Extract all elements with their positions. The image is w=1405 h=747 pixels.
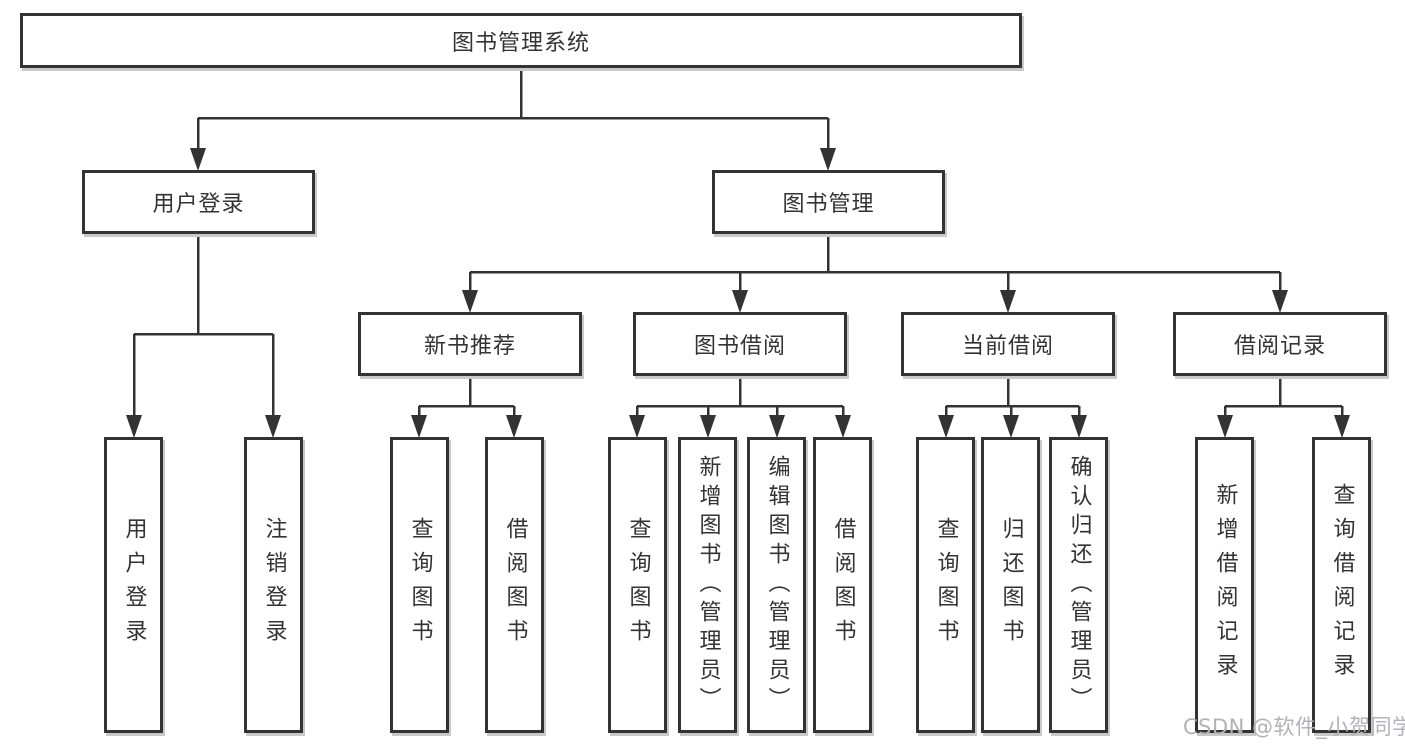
leaf-confirm-return-admin-label: 确认归还（管理员）	[1066, 454, 1092, 716]
node-new-book-recommend-label: 新书推荐	[423, 334, 516, 359]
leaf-edit-books-admin-label: 编辑图书（管理员）	[764, 454, 790, 716]
connector-user-login-children	[132, 234, 275, 417]
node-book-management-label: 图书管理	[782, 192, 875, 217]
leaf-edit-books-admin: 编辑图书（管理员）	[747, 437, 806, 733]
leaf-query-books-recommend: 查询图书	[390, 437, 449, 733]
leaf-return-books-label: 归还图书	[998, 517, 1024, 653]
node-borrow-records-label: 借阅记录	[1233, 334, 1326, 359]
leaf-add-borrow-record: 新增借阅记录	[1195, 437, 1254, 733]
connector-current-borrow-children	[944, 376, 1081, 417]
leaf-borrow-books: 借阅图书	[813, 437, 872, 733]
node-user-login-label: 用户登录	[152, 192, 245, 217]
leaf-add-books-admin-label: 新增图书（管理员）	[695, 454, 721, 716]
node-root: 图书管理系统	[20, 13, 1022, 68]
node-current-borrow-label: 当前借阅	[961, 334, 1054, 359]
leaf-borrow-books-recommend-label: 借阅图书	[502, 517, 528, 653]
connector-book-management-sections	[468, 233, 1282, 292]
leaf-query-books-current-label: 查询图书	[933, 517, 959, 653]
leaf-query-books-recommend-label: 查询图书	[407, 517, 433, 653]
leaf-query-borrow-record: 查询借阅记录	[1312, 437, 1371, 733]
node-borrow-records: 借阅记录	[1173, 312, 1387, 376]
connector-new-book-children	[417, 376, 516, 417]
node-root-label: 图书管理系统	[451, 30, 590, 56]
node-user-login: 用户登录	[82, 170, 315, 234]
leaf-borrow-books-label: 借阅图书	[830, 517, 856, 653]
leaf-add-borrow-record-label: 新增借阅记录	[1212, 483, 1238, 687]
leaf-add-books-admin: 新增图书（管理员）	[678, 437, 737, 733]
leaf-logout: 注销登录	[244, 437, 303, 733]
node-book-borrow-label: 图书借阅	[693, 334, 786, 359]
node-new-book-recommend: 新书推荐	[358, 312, 582, 376]
leaf-confirm-return-admin: 确认归还（管理员）	[1049, 437, 1108, 733]
connector-root-to-level2	[196, 68, 830, 150]
connector-book-borrow-children	[635, 376, 845, 417]
node-current-borrow: 当前借阅	[901, 312, 1115, 376]
node-book-management: 图书管理	[712, 170, 945, 234]
leaf-logout-label: 注销登录	[261, 517, 287, 653]
leaf-query-books-borrow-label: 查询图书	[625, 517, 651, 653]
connector-borrow-records-children	[1223, 376, 1344, 417]
leaf-user-login-label: 用户登录	[121, 517, 147, 653]
arrowheads	[126, 148, 1350, 438]
csdn-watermark: CSDN @软件_小贺同学	[1183, 715, 1405, 739]
leaf-query-borrow-record-label: 查询借阅记录	[1329, 483, 1355, 687]
leaf-query-books-current: 查询图书	[916, 437, 975, 733]
leaf-borrow-books-recommend: 借阅图书	[485, 437, 544, 733]
leaf-user-login: 用户登录	[104, 437, 163, 733]
leaf-return-books: 归还图书	[981, 437, 1040, 733]
node-book-borrow: 图书借阅	[633, 312, 847, 376]
leaf-query-books-borrow: 查询图书	[608, 437, 667, 733]
